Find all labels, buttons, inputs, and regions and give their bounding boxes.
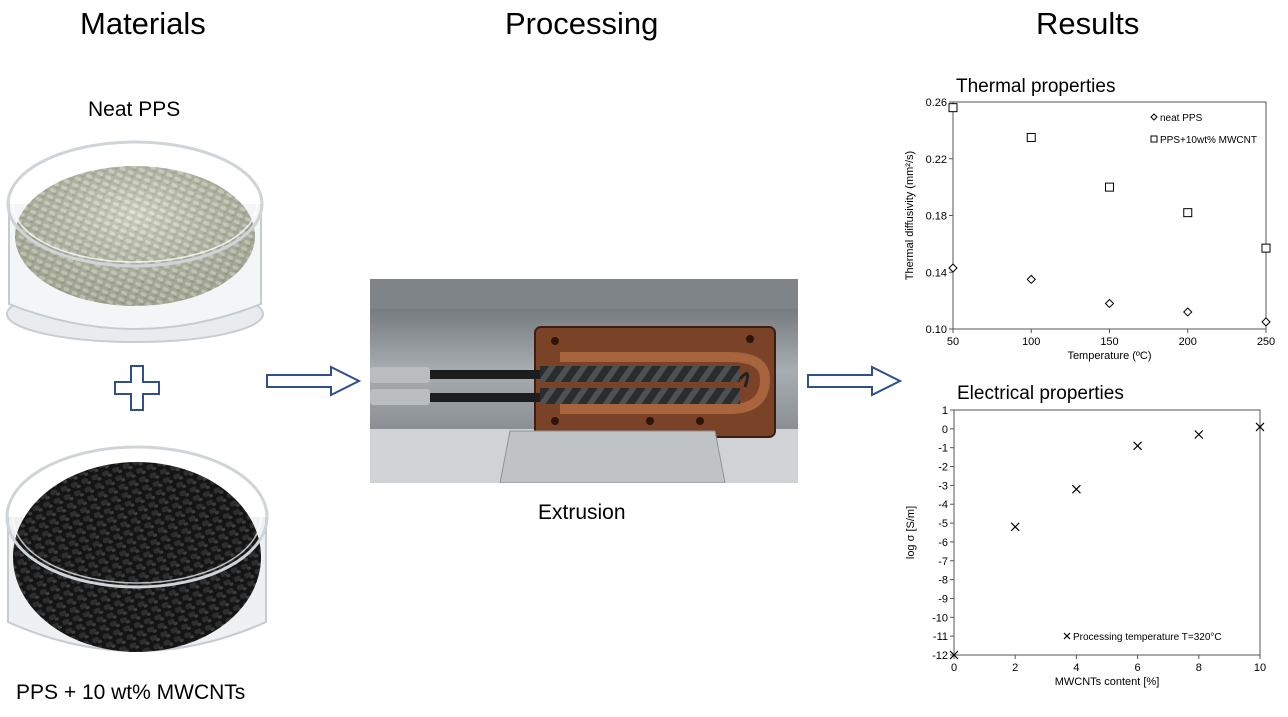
y-tick-label: -2	[938, 462, 948, 474]
y-tick-label: 0.10	[926, 324, 947, 336]
y-tick-label: -3	[938, 480, 948, 492]
plot-frame	[953, 409, 1261, 656]
y-tick-label: 0.26	[926, 97, 947, 109]
y-tick-label: -1	[938, 443, 948, 455]
legend-label: neat PPS	[1160, 113, 1203, 124]
data-point	[1026, 132, 1036, 142]
x-tick-label: 6	[1135, 662, 1141, 674]
legend-marker	[1150, 113, 1158, 121]
pps-mwcnt-label: PPS + 10 wt% MWCNTs	[16, 681, 246, 704]
results-header: Results	[1036, 6, 1140, 41]
plus-icon	[114, 365, 160, 411]
y-tick-label: -9	[938, 593, 948, 605]
y-tick-label: 1	[942, 405, 948, 417]
data-point	[1105, 182, 1114, 192]
data-point	[1104, 298, 1115, 309]
x-tick-label: 10	[1254, 662, 1266, 674]
right-arrow-icon	[266, 365, 362, 397]
data-point	[1071, 484, 1081, 494]
y-tick-label: -10	[932, 612, 948, 624]
data-point	[949, 650, 959, 660]
neat-pps-label: Neat PPS	[88, 98, 181, 121]
data-point	[1194, 430, 1204, 439]
data-point	[1261, 243, 1271, 253]
y-tick-label: 0.18	[926, 211, 947, 223]
y-tick-label: -5	[938, 518, 948, 530]
x-tick-label: 4	[1073, 662, 1079, 674]
legend-label: Processing temperature T=320°C	[1073, 632, 1222, 643]
right-arrow-icon	[807, 365, 903, 397]
extrusion-label: Extrusion	[538, 501, 626, 524]
y-tick-label: -7	[938, 556, 948, 568]
x-tick-label: 0	[951, 662, 957, 674]
x-tick-label: 150	[1100, 336, 1118, 348]
processing-header: Processing	[505, 6, 659, 41]
x-tick-label: 2	[1012, 662, 1018, 674]
x-axis-label: MWCNTs content [%]	[1055, 676, 1160, 688]
x-axis-label: Temperature (ºC)	[1067, 350, 1151, 362]
materials-header: Materials	[80, 6, 206, 41]
data-point	[1133, 441, 1143, 451]
legend-marker	[1150, 135, 1158, 143]
y-tick-label: -4	[938, 499, 948, 511]
x-tick-label: 8	[1196, 662, 1202, 674]
extruder-photo	[370, 279, 798, 483]
data-point	[1183, 208, 1193, 218]
y-tick-label: 0.14	[926, 267, 947, 279]
x-tick-label: 50	[947, 336, 959, 348]
legend-label: PPS+10wt% MWCNT	[1160, 135, 1257, 146]
y-tick-label: -8	[938, 575, 948, 587]
data-point	[948, 103, 958, 113]
y-tick-label: 0	[942, 424, 948, 436]
data-point	[1261, 317, 1271, 327]
thermal-chart-title: Thermal properties	[956, 76, 1116, 97]
data-point	[1183, 307, 1193, 317]
y-axis-label: Thermal diffusivity (mm²/s)	[904, 151, 916, 280]
data-point	[1010, 522, 1020, 532]
x-tick-label: 100	[1022, 336, 1040, 348]
y-tick-label: -12	[932, 650, 948, 662]
x-tick-label: 250	[1257, 336, 1275, 348]
neat-pps-dish-image	[6, 140, 264, 343]
electrical-chart-title: Electrical properties	[957, 383, 1124, 404]
y-axis-label: log σ [S/m]	[905, 506, 917, 559]
y-tick-label: -6	[938, 537, 948, 549]
y-tick-label: 0.22	[926, 154, 947, 166]
x-tick-label: 200	[1179, 336, 1197, 348]
y-tick-label: -11	[933, 631, 948, 643]
legend-marker	[1063, 632, 1071, 640]
data-point	[1255, 422, 1265, 432]
pps-mwcnt-dish-image	[5, 445, 269, 652]
thermal-chart: 50 100 150 200 250 0.10 0.14 0.18 0.22 0.26Temper…	[904, 97, 1275, 362]
data-point	[948, 263, 958, 273]
data-point	[1026, 274, 1036, 285]
